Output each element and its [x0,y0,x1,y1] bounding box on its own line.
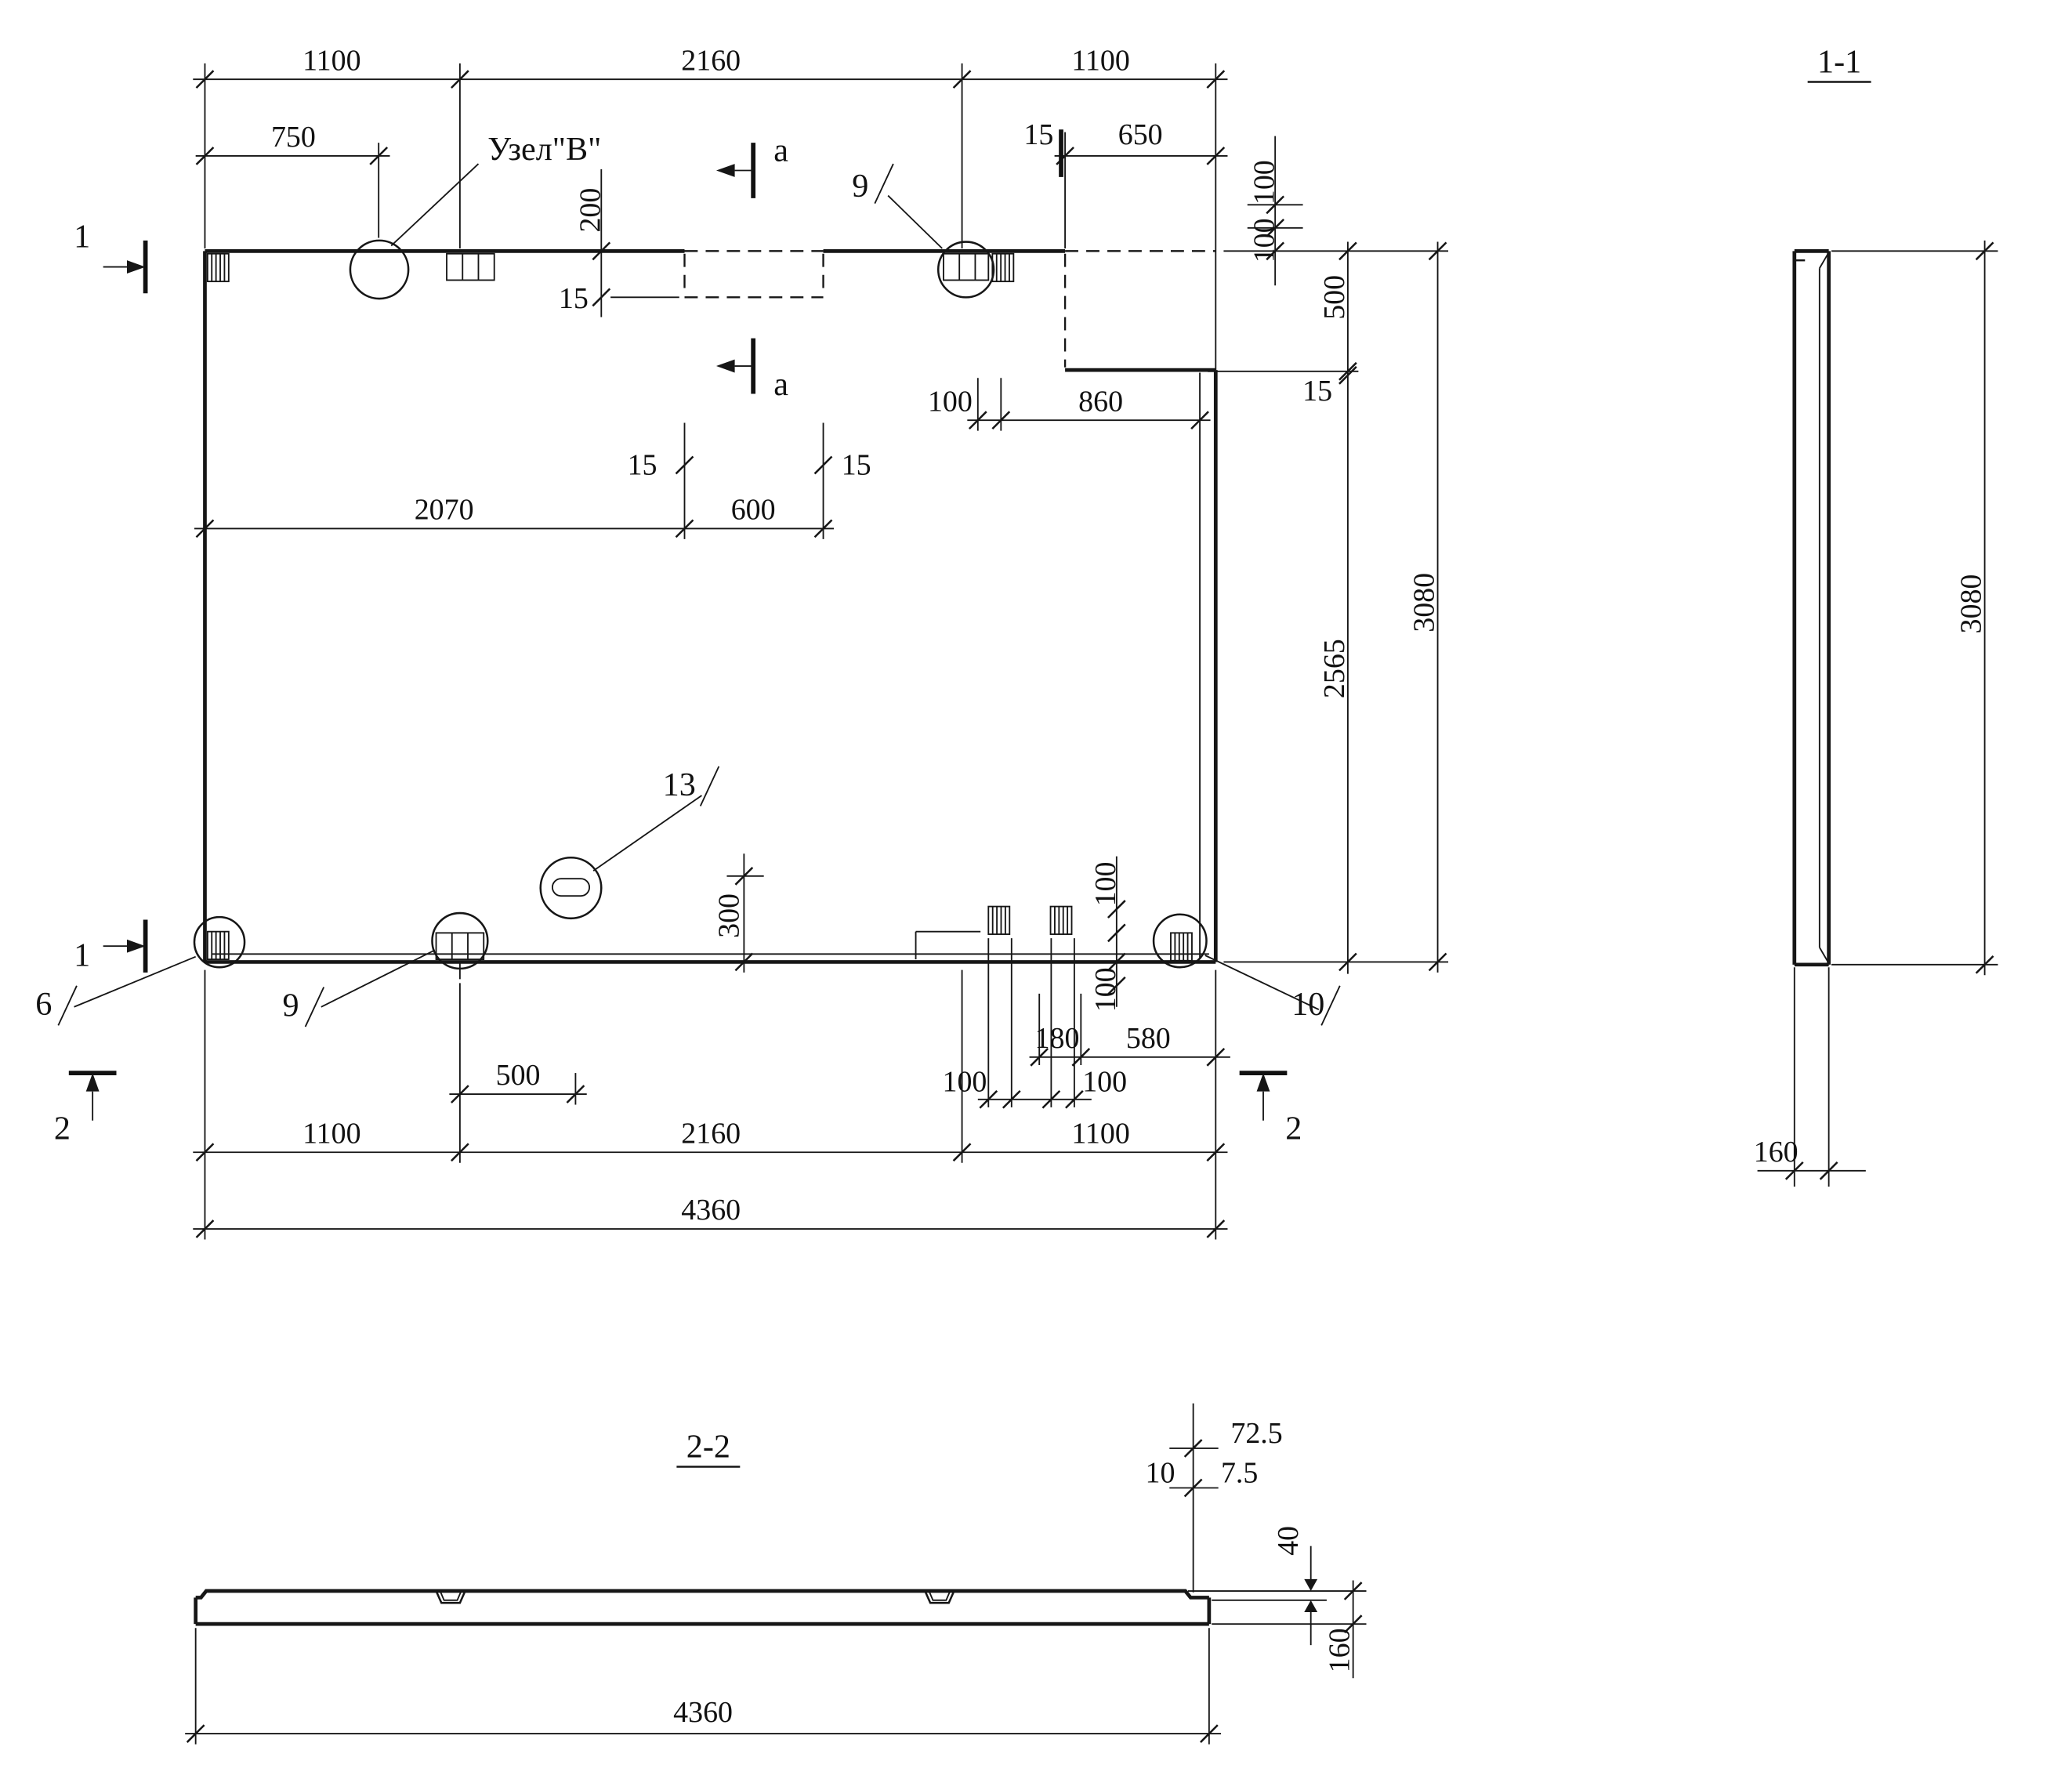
detail-9-top-circle [936,241,995,299]
section-1-label: 1 [74,937,90,974]
dim-15-open-right: 15 [842,448,871,481]
dim-top-2160: 2160 [681,44,741,77]
detail-13-label: 13 [663,766,696,803]
dim-anchor-100s: 100 100 [1089,856,1127,1012]
dim-180: 180 [1035,1022,1080,1055]
section-mark-2-right: 2 [1239,1071,1302,1147]
dim-row-750-650: 750 15 650 [195,118,1228,248]
detail-13-circle [539,856,603,920]
dim-15-joint: 15 [1023,118,1053,151]
dim-500-bottom: 500 [449,983,587,1163]
section-mark-a-top: a [715,132,788,198]
section-a-label: a [773,366,788,403]
section-1-label: 1 [74,218,90,255]
dim-40: 40 [1272,1526,1305,1556]
dim-160-section11: 160 [1754,1136,1799,1169]
detail-6-circle [193,915,246,969]
section-1-1-title: 1-1 [1817,44,1861,81]
dim-860: 860 [1078,385,1123,418]
dim-650: 650 [1118,118,1163,151]
dim-bottom-1100-left: 1100 [302,1117,360,1150]
dim-500-bottom: 500 [496,1059,541,1092]
section-1-1-dims: 3080 160 [1754,240,1998,1187]
section-mark-1-bottom: 1 [74,919,148,974]
dim-15-opening-joints: 15 15 [628,422,871,539]
dim-100-bot-right: 100 [1082,1066,1127,1099]
dim-72-5: 72.5 [1230,1417,1282,1450]
dim-bottom-1100-right: 1100 [1071,1117,1129,1150]
dim-100-tr-b: 100 [1248,218,1281,263]
section-1-1-view: 1-1 3080 160 [1754,44,1998,1187]
detail-10-label: 10 [1291,986,1324,1023]
dim-bottom-2160: 2160 [681,1117,741,1150]
dim-2565: 2565 [1318,639,1351,698]
section-2-label: 2 [54,1110,71,1147]
lifting-slot [551,878,591,897]
dim-top-1100-right: 1100 [1071,44,1129,77]
dim-200: 200 [574,188,607,233]
section-mark-a-bottom: a [715,338,788,403]
dim-100-860: 100 860 [928,378,1211,431]
section-mark-1-top: 1 [74,218,148,294]
dim-top-right-100s: 100 100 [1247,136,1303,286]
section-2-2-dims: 72.5 10 7.5 40 160 4360 [185,1403,1367,1745]
dim-300: 300 [713,893,746,938]
detail-circles [193,239,1208,970]
dim-100-bot-left: 100 [943,1066,987,1099]
dim-100-anchor-top: 100 [1089,862,1122,907]
dim-3080-section: 3080 [1955,574,1988,634]
section-2-label: 2 [1285,1110,1302,1147]
section-1-1-profile [1792,248,1831,967]
dim-500-right: 500 [1318,275,1351,320]
dim-right-vertical: 500 15 2565 3080 [1208,241,1449,974]
dim-4360-plan: 4360 [681,1194,741,1227]
dim-4360-section22: 4360 [673,1696,733,1729]
dim-10: 10 [1146,1457,1175,1490]
detail-9-bottom-circle [431,911,489,970]
section-2-2-title: 2-2 [686,1429,730,1466]
section-a-label: a [773,132,788,169]
dim-160-section22: 160 [1324,1628,1357,1672]
detail-6-label: 6 [35,986,52,1023]
detail-9-top-label: 9 [852,168,868,205]
node-b-circle [349,239,410,300]
detail-9-bottom-label: 9 [283,987,299,1024]
dim-100-anchor-bot: 100 [1089,967,1122,1012]
section-2-2-view: 2-2 72.5 10 7.5 [185,1403,1367,1745]
dim-600: 600 [731,494,776,527]
leader-lines [57,163,1341,1027]
dim-100-tr-a: 100 [1248,160,1281,205]
detail-10-circle [1152,913,1208,969]
plan-view: 1100 2160 1100 750 15 650 Узел"В" 1 [35,44,1449,1240]
dim-15-opening-top: 15 [559,282,589,315]
dim-180-580: 180 580 [1029,993,1230,1067]
dim-row-bottom: 1100 2160 1100 4360 [193,969,1228,1240]
section-mark-2-left: 2 [54,1071,117,1147]
dim-100-100-bottom: 100 100 [943,938,1127,1110]
dim-200-15: 200 15 [559,169,679,317]
panel-outline [203,248,1218,964]
dim-2070-600: 2070 600 [194,494,835,538]
node-b-label: Узел"В" [487,131,601,168]
dim-top-1100-left: 1100 [302,44,360,77]
dim-100-mid: 100 [928,385,973,418]
dim-750: 750 [271,121,316,154]
dim-3080-plan: 3080 [1408,573,1441,632]
section-2-2-profile [194,1589,1212,1626]
dim-15-open-left: 15 [628,448,657,481]
channel-details [435,252,990,980]
dim-row-top: 1100 2160 1100 [193,44,1228,371]
dim-7-5: 7.5 [1221,1457,1258,1490]
dim-15-right: 15 [1302,375,1332,408]
dim-580: 580 [1126,1022,1171,1055]
dim-300: 300 [713,853,764,973]
dim-2070: 2070 [415,494,474,527]
